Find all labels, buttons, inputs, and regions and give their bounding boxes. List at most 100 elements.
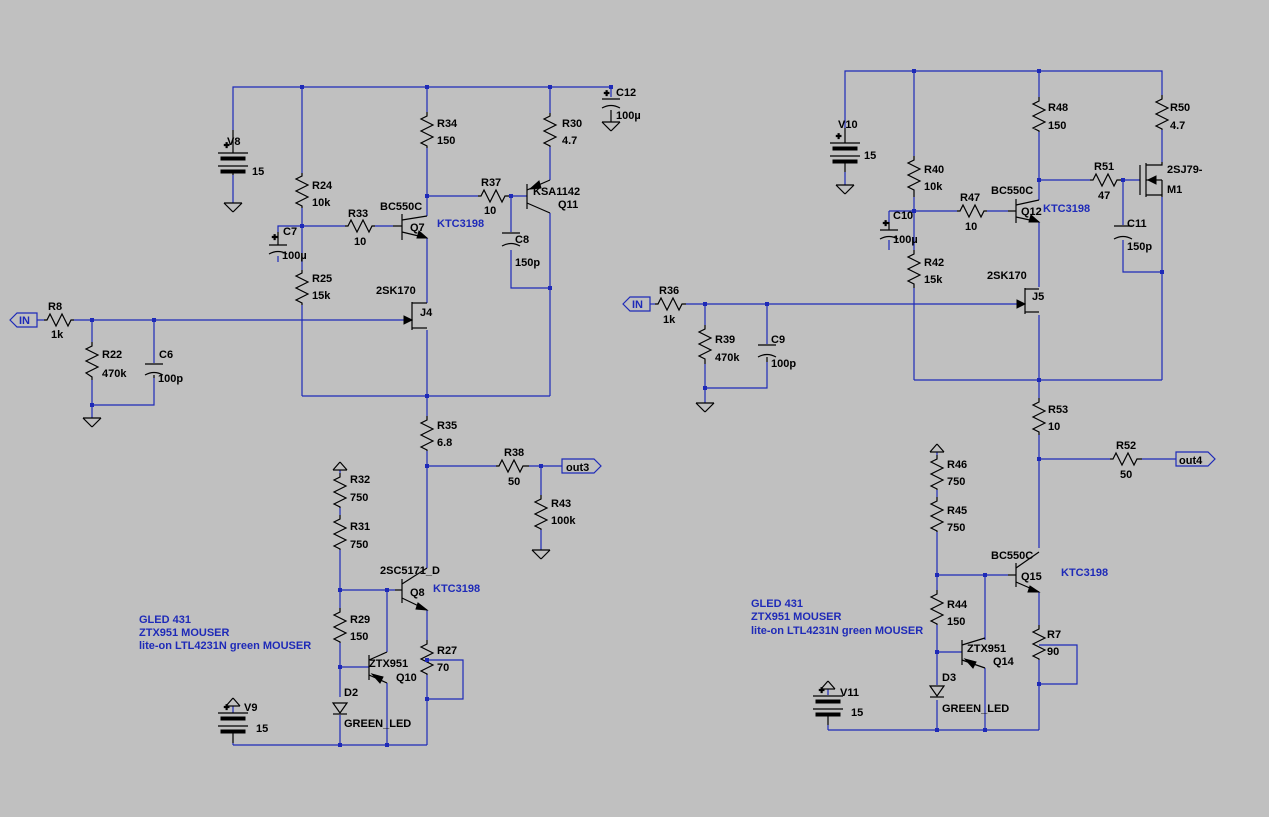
r47-value-label: 10 (965, 221, 977, 233)
resistor-r50[interactable] (1154, 95, 1170, 130)
resistor-r45[interactable] (929, 497, 945, 532)
ground-symbol (223, 202, 243, 213)
r52-value-label: 50 (1120, 469, 1132, 481)
capacitor-c11[interactable] (1113, 225, 1133, 240)
r24-value-label: 10k (312, 197, 331, 209)
resistor-r47[interactable] (957, 203, 987, 219)
m1-part-label: 2SJ79- (1167, 164, 1203, 176)
notes-left-2-text: lite-on LTL4231N green MOUSER (139, 640, 311, 652)
c6-value-label: 100p (158, 373, 183, 385)
resistor-r25[interactable] (294, 270, 310, 305)
resistor-r35[interactable] (419, 416, 435, 451)
port-in-left[interactable]: IN (9, 312, 38, 328)
resistor-r31[interactable] (332, 515, 348, 550)
resistor-r48[interactable] (1031, 97, 1047, 132)
transistor-q14[interactable] (961, 637, 986, 669)
ground-symbol (601, 121, 621, 132)
resistor-r32[interactable] (332, 473, 348, 508)
left-batteries: + + (218, 130, 248, 743)
resistor-r36[interactable] (655, 296, 686, 312)
resistor-r7[interactable] (1031, 625, 1047, 660)
resistor-r24[interactable] (294, 173, 310, 208)
right-resistors (655, 95, 1170, 660)
r29-value-label: 150 (350, 631, 368, 643)
resistor-r27[interactable] (419, 640, 435, 675)
transistor-q7[interactable] (393, 214, 429, 240)
capacitor-c12[interactable]: + (601, 87, 621, 109)
r35-value-label: 6.8 (437, 437, 452, 449)
resistor-r37[interactable] (478, 188, 509, 204)
resistor-r44[interactable] (929, 590, 945, 625)
q7-name-label: Q7 (410, 222, 425, 234)
battery-v9[interactable]: + (218, 701, 248, 743)
resistor-r42[interactable] (906, 250, 922, 288)
r50-name-label: R50 (1170, 102, 1190, 114)
jfet-j5[interactable] (1016, 288, 1039, 314)
q10-name-label: Q10 (396, 672, 417, 684)
transistor-q10[interactable] (368, 651, 388, 684)
jfet-j4[interactable] (403, 302, 427, 330)
battery-v11[interactable]: + (813, 684, 843, 725)
resistor-r8[interactable] (44, 312, 74, 328)
q7-part-label: BC550C (380, 201, 422, 213)
mosfet-m1[interactable] (1139, 162, 1163, 197)
resistor-r52[interactable] (1110, 451, 1142, 467)
q11-part-label: KSA1142 (533, 186, 580, 198)
resistor-r43[interactable] (533, 495, 549, 530)
v9-value-label: 15 (256, 723, 268, 735)
resistor-r34[interactable] (419, 112, 435, 148)
q8-part-label: 2SC5171_D (380, 565, 440, 577)
port-in-right[interactable]: IN (622, 296, 651, 312)
resistor-r30[interactable] (542, 113, 558, 147)
port-out3[interactable]: out3 (561, 458, 602, 474)
r38-name-label: R38 (504, 447, 524, 459)
capacitor-c7[interactable]: + (268, 231, 288, 255)
capacitor-c10[interactable]: + (879, 217, 899, 240)
transistor-q12[interactable] (1008, 199, 1041, 223)
r34-name-label: R34 (437, 118, 458, 130)
capacitor-c9[interactable] (757, 344, 777, 362)
q12-alt-label: KTC3198 (1043, 203, 1090, 215)
resistor-r29[interactable] (332, 608, 348, 643)
r44-value-label: 150 (947, 616, 965, 628)
resistor-r53[interactable] (1031, 398, 1047, 435)
r35-name-label: R35 (437, 420, 457, 432)
r45-value-label: 750 (947, 522, 965, 534)
transistor-q8[interactable] (395, 567, 429, 611)
resistor-r46[interactable] (929, 455, 945, 490)
r34-value-label: 150 (437, 135, 455, 147)
c7-value-label: 100µ (282, 250, 307, 262)
r53-name-label: R53 (1048, 404, 1068, 416)
j4-part-label: 2SK170 (376, 285, 416, 297)
r7-value-label: 90 (1047, 646, 1059, 658)
resistor-r51[interactable] (1090, 172, 1121, 188)
transistor-q11[interactable] (526, 179, 551, 214)
resistor-r39[interactable] (697, 325, 713, 364)
capacitor-c8[interactable] (501, 232, 521, 247)
battery-v8[interactable]: + (218, 130, 248, 175)
r7-name-label: R7 (1047, 629, 1061, 641)
battery-v10[interactable]: + (830, 128, 860, 172)
q15-part-label: BC550C (991, 550, 1033, 562)
left-junctions (90, 85, 613, 747)
resistor-r38[interactable] (496, 458, 529, 474)
resistor-r22[interactable] (84, 342, 100, 380)
ground-symbol (695, 402, 715, 413)
ground-symbol (835, 184, 855, 195)
transistor-q15[interactable] (1008, 551, 1041, 593)
r29-name-label: R29 (350, 614, 370, 626)
r22-name-label: R22 (102, 349, 122, 361)
c11-name-label: C11 (1127, 218, 1147, 230)
j5-part-label: 2SK170 (987, 270, 1027, 282)
led-d2[interactable] (331, 702, 349, 715)
supply-symbol (332, 461, 348, 471)
d2-name-label: D2 (344, 687, 358, 699)
resistor-r33[interactable] (345, 218, 375, 234)
capacitor-c6[interactable] (144, 363, 164, 378)
r27-value-label: 70 (437, 662, 449, 674)
q8-alt-label: KTC3198 (433, 583, 480, 595)
port-out4[interactable]: out4 (1175, 451, 1216, 467)
resistor-r40[interactable] (906, 156, 922, 197)
led-d3[interactable] (928, 685, 946, 698)
